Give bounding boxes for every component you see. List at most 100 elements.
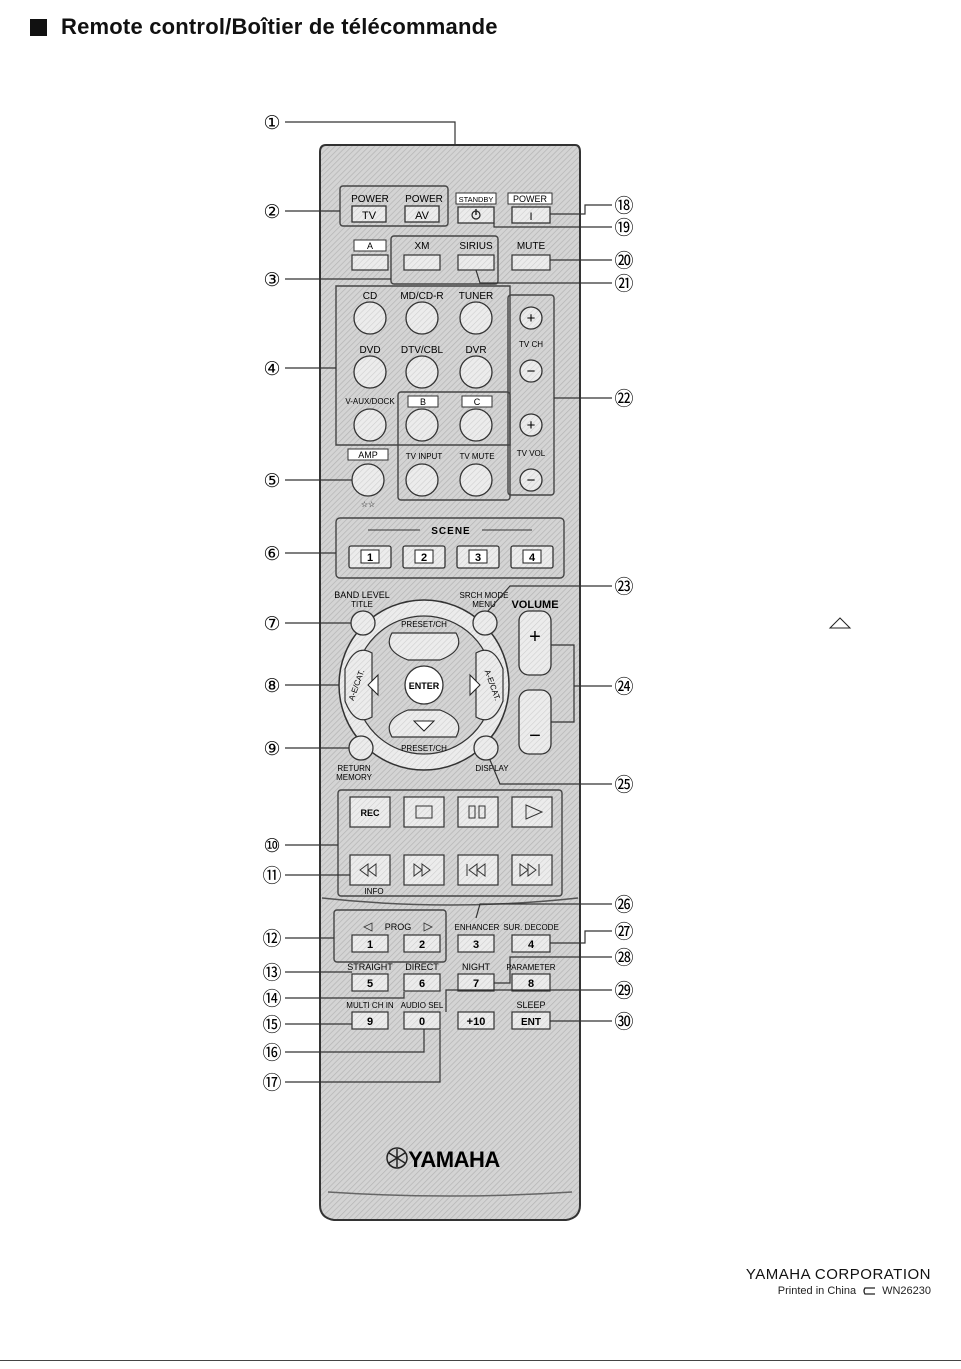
return-button[interactable] xyxy=(348,735,374,761)
dvr-label: DVR xyxy=(465,345,486,356)
num-6-label: 6 xyxy=(419,978,425,990)
tv-vol-down-button[interactable] xyxy=(519,468,543,492)
callout-16: ⑯ xyxy=(262,1042,281,1064)
standby-icon xyxy=(471,209,481,220)
mute-button[interactable] xyxy=(511,254,551,271)
left-button[interactable] xyxy=(344,649,373,721)
power-tv-label: POWER xyxy=(351,194,389,205)
top-row: POWER POWER TV AV STANDBY POWER I xyxy=(351,192,553,224)
rec-button[interactable] xyxy=(349,796,391,828)
remote-divider xyxy=(321,897,579,906)
srch-mode-button[interactable] xyxy=(472,610,498,636)
b-button[interactable] xyxy=(405,408,439,442)
standby-label: STANDBY xyxy=(459,195,494,204)
header-bullet xyxy=(30,18,47,36)
power-av-button[interactable] xyxy=(404,205,440,223)
enter-label: ENTER xyxy=(409,681,440,691)
tv-input-button[interactable] xyxy=(405,463,439,497)
callout-23: ㉓ xyxy=(614,576,633,598)
volume-up-button[interactable] xyxy=(518,610,552,676)
amp-button[interactable] xyxy=(351,463,385,497)
power2-label-box xyxy=(507,192,553,205)
num-1-button[interactable] xyxy=(351,934,389,953)
enter-button[interactable] xyxy=(404,665,444,705)
frame-scene xyxy=(335,517,565,579)
frame-tv-input-mute xyxy=(397,391,511,501)
dvd-button[interactable] xyxy=(353,355,387,389)
fast-forward-button[interactable] xyxy=(403,854,445,886)
rewind-button[interactable] xyxy=(349,854,391,886)
callout-8: ⑧ xyxy=(263,676,280,697)
pause-icon xyxy=(468,805,486,819)
enhancer-label: ENHANCER xyxy=(455,923,500,932)
band-level-label: BAND LEVEL xyxy=(334,590,390,600)
audio-sel-label: AUDIO SEL xyxy=(401,1001,444,1010)
callout-9: ⑨ xyxy=(263,739,280,760)
callout-1: ① xyxy=(263,113,280,134)
tv-ch-label: TV CH xyxy=(519,340,543,349)
plus10-button[interactable] xyxy=(457,1011,495,1030)
callout-14: ⑭ xyxy=(262,988,281,1010)
power-tv-button[interactable] xyxy=(351,205,387,223)
num-2-button[interactable] xyxy=(403,934,441,953)
a-label-box xyxy=(353,239,387,252)
num-2-label: 2 xyxy=(419,939,425,951)
skip-back-button[interactable] xyxy=(457,854,499,886)
power-on-button[interactable] xyxy=(511,206,551,224)
a-button[interactable] xyxy=(351,254,389,271)
display-button[interactable] xyxy=(473,735,499,761)
tv-vol-up-button[interactable] xyxy=(519,413,543,437)
tv-ch-down-button[interactable] xyxy=(519,359,543,383)
dtv-cbl-button[interactable] xyxy=(405,355,439,389)
stop-icon xyxy=(415,805,433,819)
frame-tv-controls xyxy=(507,294,555,496)
tv-vol-plus-symbol: + xyxy=(527,417,536,434)
left-arrow-icon xyxy=(367,673,379,697)
callout-25: ㉕ xyxy=(614,774,633,796)
num-9-button[interactable] xyxy=(351,1011,389,1030)
tuner-button[interactable] xyxy=(459,301,493,335)
leader-27 xyxy=(550,930,612,944)
prog-label: PROG xyxy=(385,922,412,932)
tv-mute-button[interactable] xyxy=(459,463,493,497)
band-level-button[interactable] xyxy=(350,610,376,636)
yamaha-logo-icon xyxy=(386,1147,408,1169)
num-3-button[interactable] xyxy=(457,934,495,953)
cd-button[interactable] xyxy=(353,301,387,335)
callout-21: ㉑ xyxy=(614,273,633,295)
num-6-button[interactable] xyxy=(403,973,441,992)
leader-1 xyxy=(285,121,456,145)
a-label: A xyxy=(367,241,373,251)
stop-button[interactable] xyxy=(403,796,445,828)
tv-ch-plus-symbol: + xyxy=(527,310,536,327)
brand-group: YAMAHA xyxy=(386,1147,501,1172)
right-button[interactable] xyxy=(475,649,504,721)
num-5-button[interactable] xyxy=(351,973,389,992)
amp-label-box xyxy=(347,448,389,461)
prog-right-icon xyxy=(423,922,433,932)
dtv-cbl-label: DTV/CBL xyxy=(401,345,444,356)
num-0-button[interactable] xyxy=(403,1011,441,1030)
callout-4: ④ xyxy=(263,359,280,380)
leader-lines xyxy=(285,121,612,1083)
up-button[interactable] xyxy=(388,632,460,661)
callout-30: ㉚ xyxy=(614,1011,633,1033)
sirius-button[interactable] xyxy=(457,254,495,271)
num-8-button[interactable] xyxy=(511,973,551,992)
c-button[interactable] xyxy=(459,408,493,442)
tv-ch-up-button[interactable] xyxy=(519,306,543,330)
xm-button[interactable] xyxy=(403,254,441,271)
skip-forward-button[interactable] xyxy=(511,854,553,886)
transport-group: REC INFO xyxy=(349,796,553,896)
v-aux-dock-button[interactable] xyxy=(353,408,387,442)
md-cd-r-button[interactable] xyxy=(405,301,439,335)
play-button[interactable] xyxy=(511,796,553,828)
skip-back-icon xyxy=(466,863,486,877)
pause-button[interactable] xyxy=(457,796,499,828)
power-av-button-label: AV xyxy=(415,210,430,222)
printed-in-text: Printed in China xyxy=(777,1285,857,1297)
memory-label: MEMORY xyxy=(336,773,373,782)
callout-26: ㉖ xyxy=(614,894,633,916)
dvr-button[interactable] xyxy=(459,355,493,389)
